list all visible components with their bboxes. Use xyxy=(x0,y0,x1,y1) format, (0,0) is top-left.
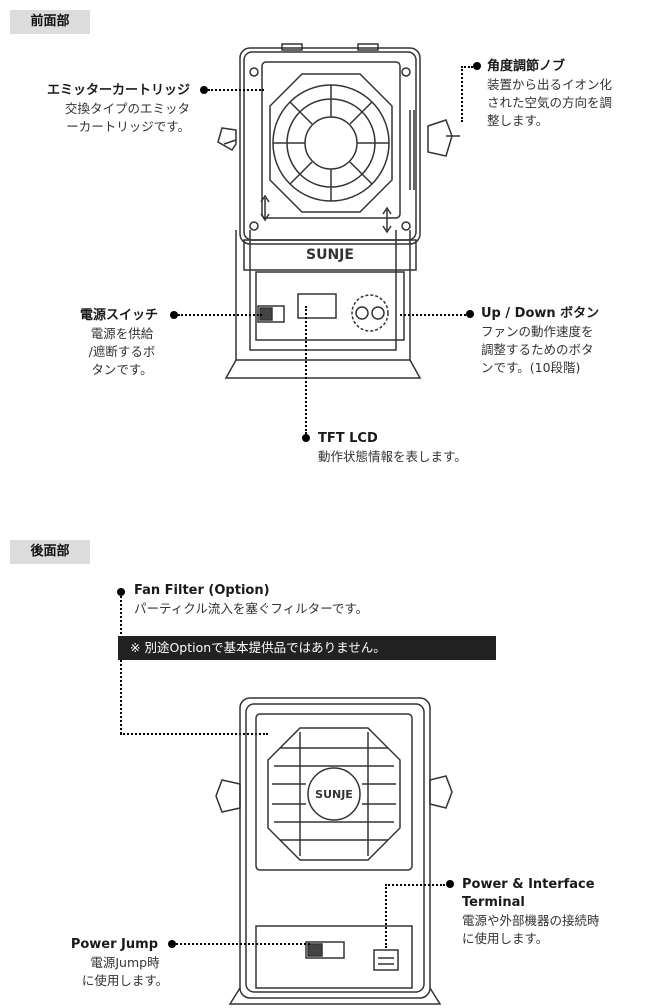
updown-desc-1: ファンの動作速度を xyxy=(481,324,594,339)
power-jump-leader-line xyxy=(176,943,310,945)
power-switch-desc-3: タンです。 xyxy=(91,362,153,377)
power-switch-desc-1: 電源を供給 xyxy=(90,326,154,341)
updown-leader-line xyxy=(400,314,466,316)
lcd-leader-line xyxy=(305,306,307,434)
knob-leader-vertical xyxy=(461,66,463,122)
lcd-pointer-dot xyxy=(302,434,310,442)
emitter-desc-2: ーカートリッジです。 xyxy=(66,119,190,134)
terminal-leader-horizontal xyxy=(385,884,445,886)
updown-label: Up / Down ボタン ファンの動作速度を 調整するためのボタ ンです。(1… xyxy=(481,305,641,377)
power-switch-label: 電源スイッチ xyxy=(40,307,158,325)
power-jump-label: Power Jump xyxy=(40,936,158,954)
knob-pointer-dot xyxy=(473,62,481,70)
power-switch-desc-block: 電源を供給 /遮断するボ タンです。 xyxy=(82,325,162,379)
emitter-desc-1: 交換タイプのエミッタ xyxy=(64,101,190,116)
emitter-label: エミッターカートリッジ 交換タイプのエミッタ ーカートリッジです。 xyxy=(14,82,190,136)
terminal-desc-1: 電源や外部機器の接続時 xyxy=(462,913,600,928)
fan-filter-leader-vertical xyxy=(120,596,122,734)
power-jump-desc-block: 電源Jump時 に使用します。 xyxy=(70,954,180,990)
power-jump-title: Power Jump xyxy=(70,937,158,952)
power-switch-pointer-dot xyxy=(170,311,178,319)
fan-filter-title: Fan Filter (Option) xyxy=(134,583,270,598)
power-jump-desc-2: に使用します。 xyxy=(81,973,169,988)
terminal-desc-2: に使用します。 xyxy=(462,931,549,946)
terminal-label: Power & Interface Terminal 電源や外部機器の接続時 に… xyxy=(462,876,642,948)
emitter-pointer-dot xyxy=(200,86,208,94)
emitter-leader-line xyxy=(208,89,264,91)
knob-label: 角度調節ノブ 装置から出るイオン化 された空気の方向を調 整します。 xyxy=(487,58,637,130)
updown-desc-2: 調整するためのボタ xyxy=(481,342,594,357)
power-switch-leader-line xyxy=(178,314,262,316)
knob-desc-1: 装置から出るイオン化 xyxy=(487,77,613,92)
option-note-banner: ※ 別途Optionで基本提供品ではありません。 xyxy=(118,636,496,660)
terminal-title-2: Terminal xyxy=(462,895,525,910)
terminal-pointer-dot xyxy=(446,880,454,888)
updown-desc-3: ンです。(10段階) xyxy=(481,360,581,375)
knob-desc-3: 整します。 xyxy=(487,113,549,128)
fan-filter-leader-horizontal xyxy=(120,733,268,735)
power-jump-pointer-dot xyxy=(168,940,176,948)
rear-device-illustration: SUNJE xyxy=(215,697,453,1005)
emitter-title: エミッターカートリッジ xyxy=(46,83,190,98)
lcd-label: TFT LCD 動作状態情報を表します。 xyxy=(318,430,538,466)
power-jump-desc-1: 電源Jump時 xyxy=(90,955,160,970)
power-switch-desc-2: /遮断するボ xyxy=(88,344,156,359)
fan-filter-label: Fan Filter (Option) パーティクル流入を塞ぐフィルターです。 xyxy=(134,582,474,618)
rear-device-logo: SUNJE xyxy=(315,788,353,801)
updown-title: Up / Down ボタン xyxy=(481,306,600,321)
front-device-logo: SUNJE xyxy=(306,247,354,263)
knob-desc-2: された空気の方向を調 xyxy=(487,95,613,110)
fan-filter-pointer-dot xyxy=(117,588,125,596)
knob-title: 角度調節ノブ xyxy=(487,59,566,74)
rear-section-title: 後面部 xyxy=(10,540,90,564)
fan-filter-desc: パーティクル流入を塞ぐフィルターです。 xyxy=(134,601,369,616)
knob-leader-horizontal xyxy=(461,66,473,68)
front-section-title: 前面部 xyxy=(10,10,90,34)
lcd-title: TFT LCD xyxy=(318,431,378,446)
lcd-desc: 動作状態情報を表します。 xyxy=(318,449,467,464)
terminal-title-1: Power & Interface xyxy=(462,877,595,892)
power-switch-title: 電源スイッチ xyxy=(79,308,158,323)
updown-pointer-dot xyxy=(466,310,474,318)
terminal-leader-vertical xyxy=(385,884,387,948)
